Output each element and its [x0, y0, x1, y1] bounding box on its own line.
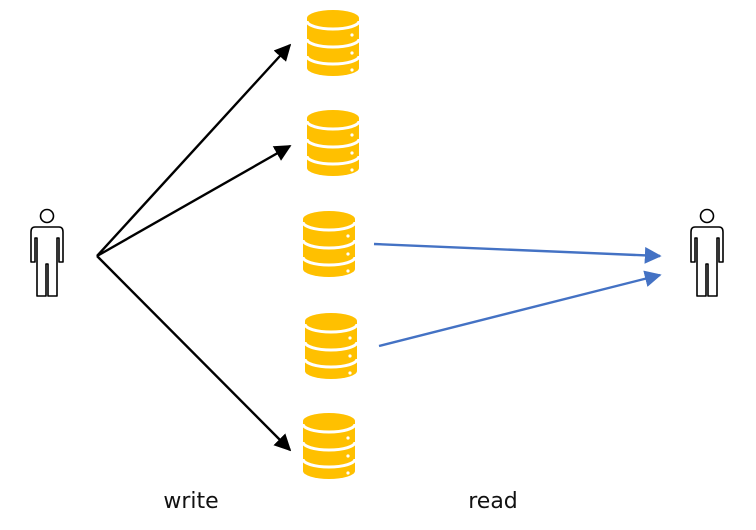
- writer-person-icon: [30, 208, 64, 297]
- read-arrow-db-3: [373, 242, 662, 264]
- database-column: [301, 8, 361, 481]
- read-edges: [373, 242, 662, 348]
- database-icon: [301, 209, 357, 279]
- write-arrow-db-5: [96, 255, 292, 452]
- database-icon: [305, 108, 361, 178]
- database-icon: [305, 8, 361, 78]
- read-arrow-db-4: [378, 270, 662, 348]
- reader-person-icon: [690, 208, 724, 297]
- database-icon: [303, 311, 359, 381]
- write-arrow-db-1: [96, 43, 292, 257]
- database-icon: [301, 411, 357, 481]
- read-label: read: [468, 489, 518, 514]
- write-edges: [96, 43, 292, 452]
- write-arrow-db-2: [96, 144, 292, 258]
- write-label: write: [163, 489, 218, 514]
